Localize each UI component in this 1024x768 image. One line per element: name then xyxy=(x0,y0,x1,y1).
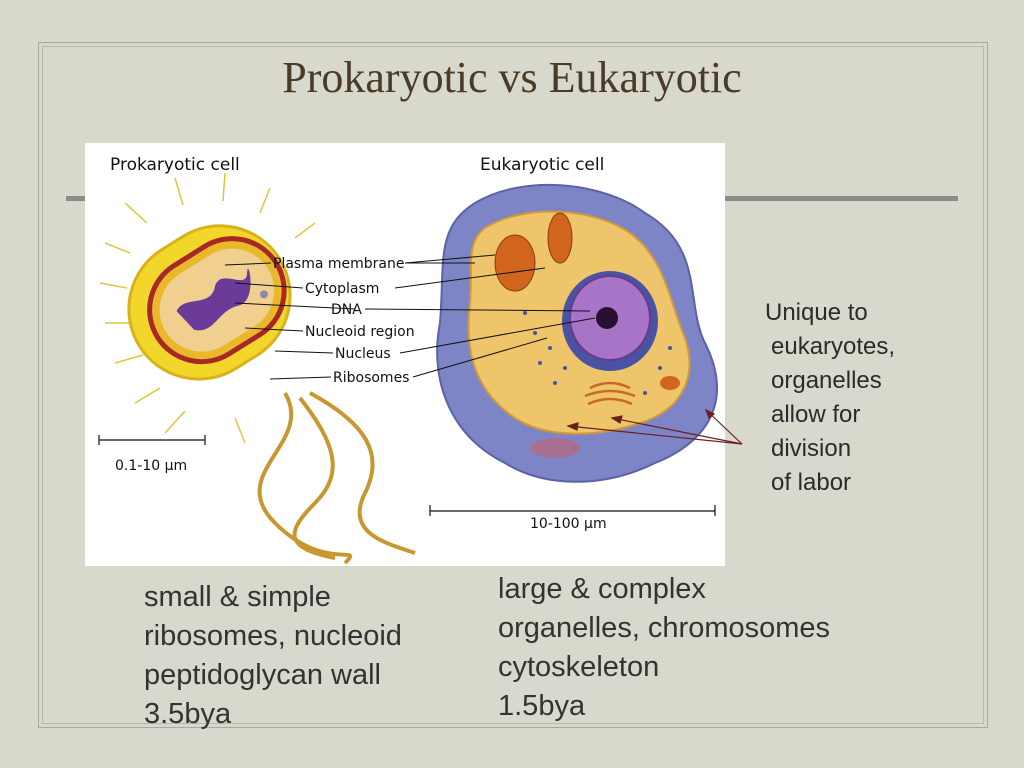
leader-lines xyxy=(224,254,596,380)
eukaryote-traits: large & complex organelles, chromosomes … xyxy=(498,570,830,726)
prokaryotic-cell xyxy=(127,224,292,381)
label-nucleus: Nucleus xyxy=(335,346,391,362)
label-plasma-membrane: Plasma membrane xyxy=(273,256,404,272)
organelles-note: Unique to eukaryotes, organelles allow f… xyxy=(765,296,895,500)
trait-line: cytoskeleton xyxy=(498,651,660,683)
cell-comparison-figure: Prokaryotic cell Eukaryotic cell xyxy=(85,143,725,566)
label-ribosomes: Ribosomes xyxy=(333,370,409,386)
pili xyxy=(99,172,316,444)
prokaryotic-cell-header: Prokaryotic cell xyxy=(110,155,240,175)
eukaryotic-cell-header: Eukaryotic cell xyxy=(480,155,604,175)
trait-line: 3.5bya xyxy=(144,698,232,730)
trait-line: ribosomes, nucleoid xyxy=(144,620,402,652)
note-line: division xyxy=(771,435,852,462)
trait-line: small & simple xyxy=(144,581,331,613)
label-cytoplasm: Cytoplasm xyxy=(305,281,379,297)
label-dna: DNA xyxy=(331,302,362,318)
note-line: allow for xyxy=(771,401,861,428)
trait-line: organelles, chromosomes xyxy=(498,612,831,644)
eukaryotic-cell xyxy=(436,183,718,483)
cell-diagram: Prokaryotic cell Eukaryotic cell xyxy=(98,155,718,565)
note-line: organelles xyxy=(771,367,882,394)
flagella xyxy=(257,391,416,565)
slide-title: Prokaryotic vs Eukaryotic xyxy=(282,53,742,102)
trait-line: large & complex xyxy=(498,573,706,605)
prokaryote-scale-bar xyxy=(98,435,206,445)
prokaryote-traits: small & simple ribosomes, nucleoid pepti… xyxy=(144,578,402,734)
slide-frame xyxy=(38,42,988,728)
figure-labels: Plasma membrane Cytoplasm DNA Nucleoid r… xyxy=(273,256,415,386)
eukaryote-scale-label: 10-100 µm xyxy=(530,516,607,532)
note-line: Unique to xyxy=(765,299,868,326)
trait-line: peptidoglycan wall xyxy=(144,659,381,691)
note-line: eukaryotes, xyxy=(771,333,896,360)
eukaryote-scale-bar xyxy=(429,505,716,516)
note-line: of labor xyxy=(771,469,852,496)
trait-line: 1.5bya xyxy=(498,690,586,722)
label-nucleoid-region: Nucleoid region xyxy=(305,324,415,340)
prokaryote-scale-label: 0.1-10 µm xyxy=(115,458,187,474)
